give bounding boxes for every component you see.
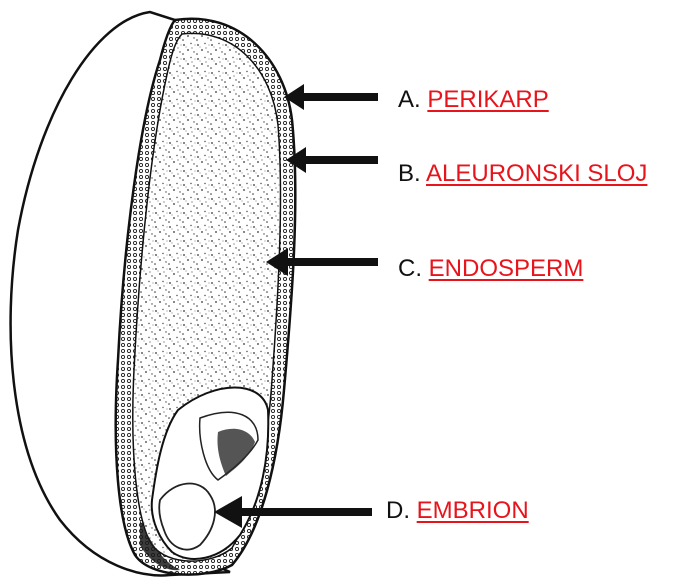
label-letter: B. xyxy=(398,160,421,187)
label-term: ENDOSPERM xyxy=(429,255,584,282)
arrow-b xyxy=(286,147,378,173)
label-term: PERIKARP xyxy=(427,86,548,113)
arrow-c xyxy=(266,248,378,276)
label-embryo: D. EMBRION xyxy=(386,497,529,525)
label-endosperm: C. ENDOSPERM xyxy=(398,255,583,283)
arrow-a xyxy=(284,84,378,110)
label-pericarp: A. PERIKARP xyxy=(398,86,549,114)
label-letter: C. xyxy=(398,255,422,282)
label-letter: D. xyxy=(386,497,410,524)
label-term: EMBRION xyxy=(417,497,529,524)
label-letter: A. xyxy=(398,86,421,113)
label-term: ALEURONSKI SLOJ xyxy=(426,160,647,187)
arrow-d xyxy=(214,496,372,528)
label-aleurone-layer: B. ALEURONSKI SLOJ xyxy=(398,160,647,188)
